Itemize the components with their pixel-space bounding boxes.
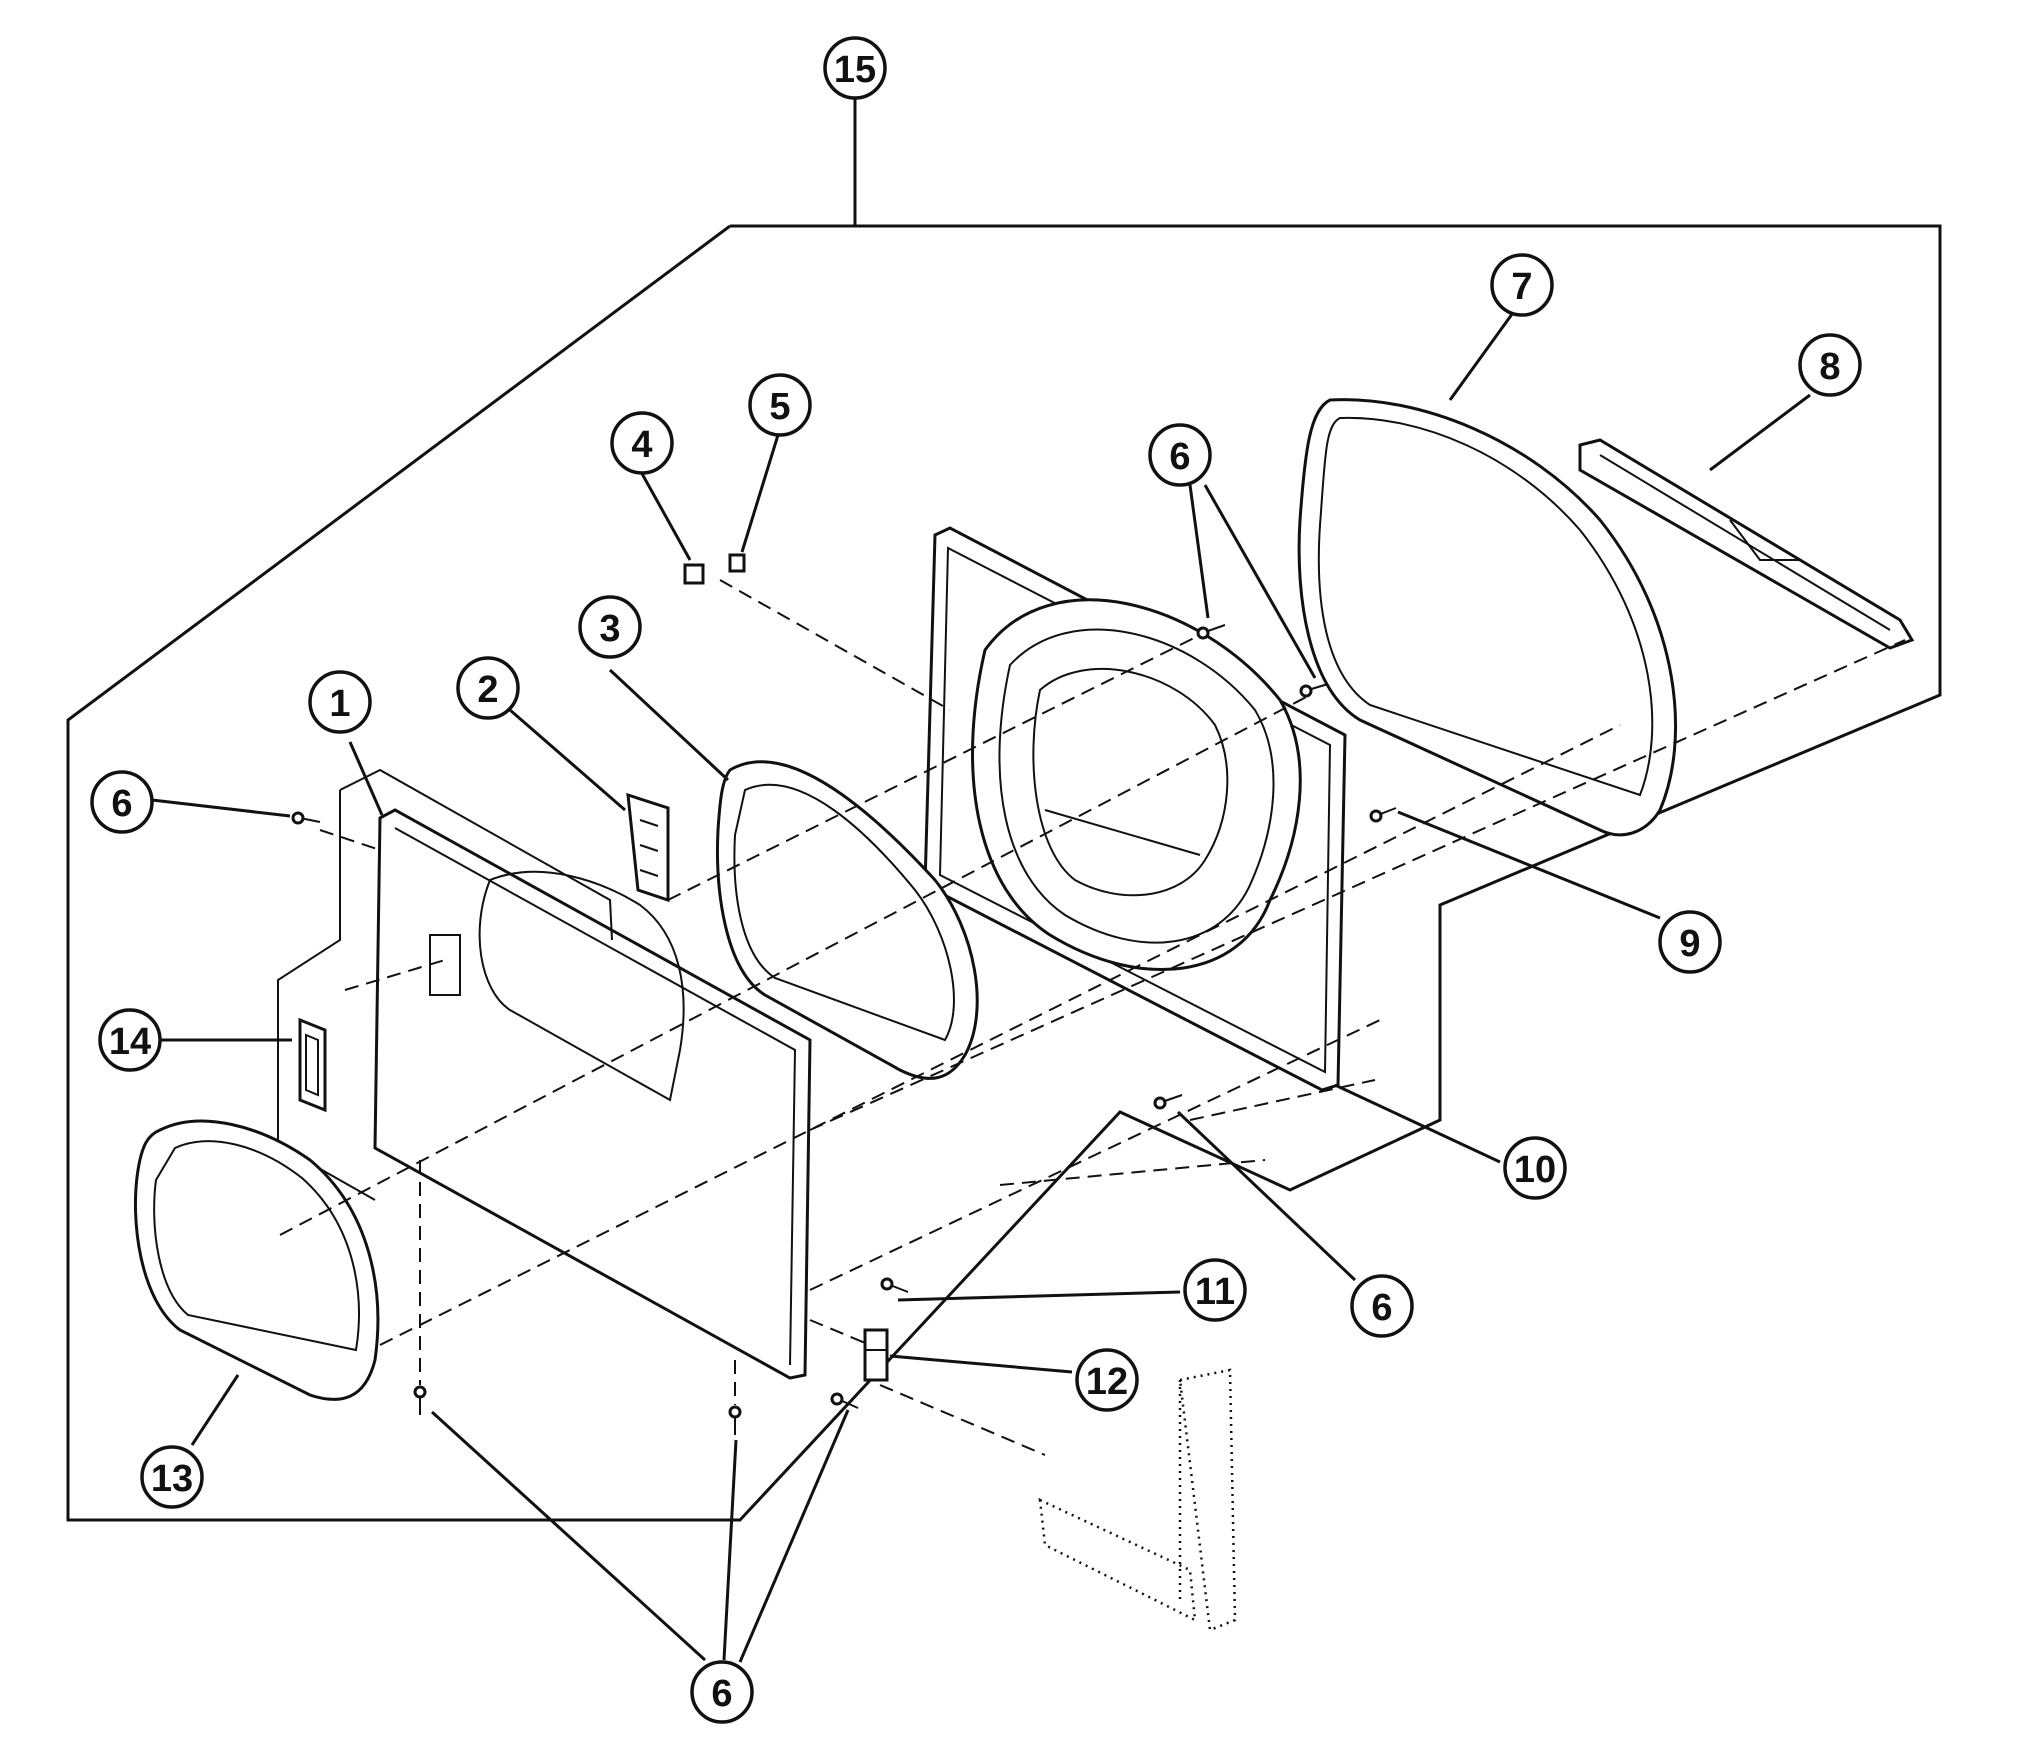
part-outer-window bbox=[133, 1119, 380, 1401]
callout-6-left-label: 6 bbox=[111, 783, 132, 825]
callout-15-label: 15 bbox=[834, 49, 876, 91]
callout-7: 7 bbox=[1490, 253, 1554, 317]
assembly-boundary bbox=[66, 95, 1942, 1522]
callout-4-label: 4 bbox=[631, 424, 652, 466]
callout-3-label: 3 bbox=[599, 608, 620, 650]
callout-7-label: 7 bbox=[1511, 266, 1532, 308]
callout-1: 1 bbox=[308, 670, 372, 734]
callout-6-bottom: 6 bbox=[690, 1660, 754, 1724]
part-catch bbox=[728, 553, 746, 573]
callout-6-bottom-label: 6 bbox=[711, 1673, 732, 1715]
callout-11-label: 11 bbox=[1195, 1271, 1235, 1313]
callout-6-right-label: 6 bbox=[1371, 1287, 1392, 1329]
callout-4: 4 bbox=[610, 411, 674, 475]
callout-9-label: 9 bbox=[1679, 923, 1700, 965]
callout-6-right: 6 bbox=[1350, 1274, 1414, 1338]
callout-5: 5 bbox=[748, 373, 812, 437]
assembly-dash-lines bbox=[279, 579, 1906, 1456]
part-handle-bracket bbox=[1578, 438, 1915, 650]
callout-15: 15 bbox=[823, 36, 887, 100]
callout-10: 10 bbox=[1503, 1136, 1567, 1200]
callout-3: 3 bbox=[578, 595, 642, 659]
callout-6-left: 6 bbox=[90, 770, 154, 834]
callout-8: 8 bbox=[1798, 333, 1862, 397]
callout-14: 14 bbox=[98, 1008, 162, 1072]
callout-6-top-label: 6 bbox=[1169, 436, 1190, 478]
part-window-insert bbox=[298, 1017, 327, 1113]
part-door-seal-gasket bbox=[1297, 398, 1678, 837]
callout-2-label: 2 bbox=[477, 669, 498, 711]
callout-6-top: 6 bbox=[1148, 423, 1212, 487]
callout-2: 2 bbox=[456, 656, 520, 720]
callouts: 15 7 8 5 4 6 3 2 bbox=[90, 36, 1862, 1724]
part-latch bbox=[626, 792, 670, 903]
part-clip bbox=[683, 563, 705, 585]
callout-5-label: 5 bbox=[769, 386, 790, 428]
screws bbox=[291, 624, 1397, 1435]
leader-lines bbox=[142, 309, 1811, 1663]
callout-8-label: 8 bbox=[1819, 346, 1840, 388]
callout-14-label: 14 bbox=[109, 1021, 151, 1063]
callout-9: 9 bbox=[1658, 910, 1722, 974]
cabinet-reference-bracket bbox=[1038, 1368, 1237, 1632]
callout-13-label: 13 bbox=[151, 1458, 193, 1500]
callout-13: 13 bbox=[140, 1445, 204, 1509]
callout-12: 12 bbox=[1075, 1348, 1139, 1412]
callout-1-label: 1 bbox=[329, 683, 350, 725]
callout-12-label: 12 bbox=[1086, 1361, 1128, 1403]
part-inner-window bbox=[716, 760, 979, 1080]
callout-11: 11 bbox=[1183, 1258, 1247, 1322]
part-hinge bbox=[863, 1328, 889, 1382]
callout-10-label: 10 bbox=[1514, 1149, 1556, 1191]
part-inner-door-panel bbox=[923, 526, 1347, 1092]
